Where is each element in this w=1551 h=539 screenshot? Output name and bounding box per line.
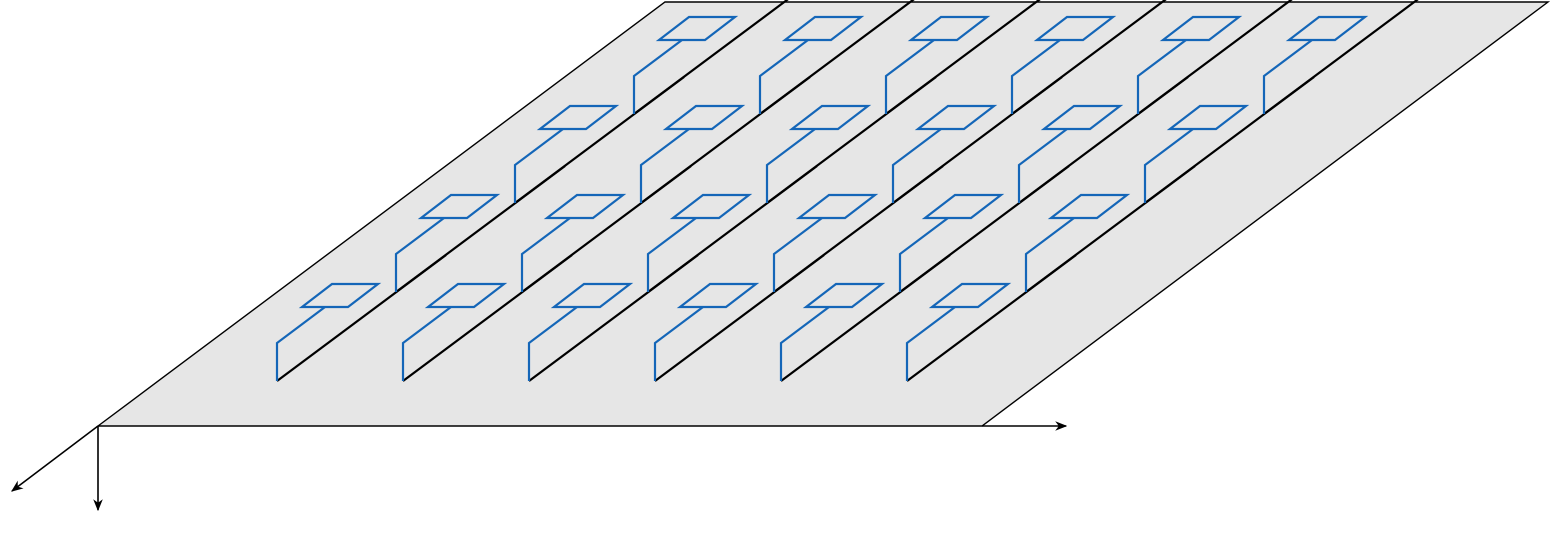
patch-element bbox=[928, 282, 1012, 309]
ground-plane bbox=[95, 1, 1551, 427]
element-stem bbox=[1017, 128, 1068, 203]
element-stem bbox=[898, 217, 949, 292]
antenna-element bbox=[646, 193, 753, 292]
element-stem bbox=[275, 306, 326, 381]
axes-group bbox=[11, 421, 1068, 512]
patch-element bbox=[298, 282, 382, 309]
patch-element bbox=[1166, 104, 1250, 131]
antenna-element bbox=[639, 104, 746, 203]
feed-line bbox=[759, 0, 915, 115]
element-stem bbox=[1143, 128, 1194, 203]
patch-element bbox=[1285, 15, 1369, 42]
antenna-element bbox=[779, 282, 886, 381]
element-stem bbox=[1010, 39, 1061, 114]
feed-line bbox=[1263, 0, 1419, 115]
patch-element bbox=[676, 282, 760, 309]
antenna-element bbox=[884, 15, 991, 114]
feed-line bbox=[1137, 0, 1293, 115]
element-stem bbox=[905, 306, 956, 381]
antenna-element bbox=[758, 15, 865, 114]
feed-lines-group bbox=[276, 0, 1419, 382]
element-stem bbox=[1136, 39, 1187, 114]
antenna-element bbox=[275, 282, 382, 381]
antenna-element bbox=[765, 104, 872, 203]
patch-element bbox=[802, 282, 886, 309]
patch-element bbox=[662, 104, 746, 131]
antenna-element bbox=[891, 104, 998, 203]
element-stem bbox=[394, 217, 445, 292]
element-stem bbox=[513, 128, 564, 203]
element-stem bbox=[520, 217, 571, 292]
antenna-element bbox=[772, 193, 879, 292]
antenna-element bbox=[1136, 15, 1243, 114]
patch-element bbox=[907, 15, 991, 42]
patch-element bbox=[417, 193, 501, 220]
element-stem bbox=[765, 128, 816, 203]
patch-element bbox=[1047, 193, 1131, 220]
patch-element bbox=[424, 282, 508, 309]
antenna-element bbox=[401, 282, 508, 381]
z-axis bbox=[11, 425, 99, 492]
element-stem bbox=[632, 39, 683, 114]
feed-line bbox=[885, 0, 1041, 115]
patch-element bbox=[543, 193, 627, 220]
patch-element bbox=[781, 15, 865, 42]
element-stem bbox=[639, 128, 690, 203]
patch-element bbox=[914, 104, 998, 131]
element-stem bbox=[646, 217, 697, 292]
patch-element bbox=[788, 104, 872, 131]
antenna-element bbox=[653, 282, 760, 381]
element-stem bbox=[1024, 217, 1075, 292]
element-stem bbox=[1262, 39, 1313, 114]
antenna-element bbox=[394, 193, 501, 292]
patch-element bbox=[795, 193, 879, 220]
antenna-element bbox=[527, 282, 634, 381]
element-stem bbox=[884, 39, 935, 114]
element-stem bbox=[779, 306, 830, 381]
antenna-elements-group bbox=[275, 15, 1369, 381]
antenna-element bbox=[513, 104, 620, 203]
patch-element bbox=[921, 193, 1005, 220]
antenna-element bbox=[1143, 104, 1250, 203]
antenna-element bbox=[898, 193, 1005, 292]
patch-element bbox=[655, 15, 739, 42]
antenna-element bbox=[1262, 15, 1369, 114]
antenna-element bbox=[1017, 104, 1124, 203]
feed-line bbox=[1011, 0, 1167, 115]
patch-element bbox=[536, 104, 620, 131]
element-stem bbox=[891, 128, 942, 203]
feed-line bbox=[633, 0, 789, 115]
element-stem bbox=[527, 306, 578, 381]
antenna-element bbox=[1010, 15, 1117, 114]
element-stem bbox=[772, 217, 823, 292]
patch-element bbox=[1159, 15, 1243, 42]
patch-element bbox=[1033, 15, 1117, 42]
antenna-element bbox=[520, 193, 627, 292]
patch-element bbox=[1040, 104, 1124, 131]
antenna-element bbox=[1024, 193, 1131, 292]
element-stem bbox=[653, 306, 704, 381]
patch-element bbox=[669, 193, 753, 220]
element-stem bbox=[401, 306, 452, 381]
antenna-element bbox=[905, 282, 1012, 381]
patch-element bbox=[550, 282, 634, 309]
element-stem bbox=[758, 39, 809, 114]
antenna-element bbox=[632, 15, 739, 114]
